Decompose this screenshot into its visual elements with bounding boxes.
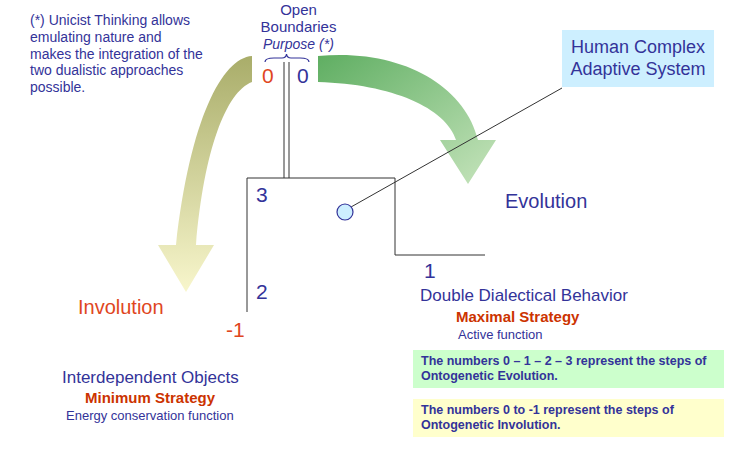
function-label: Active function [458,328,543,343]
axis-line [395,255,485,256]
note-box: The numbers 0 to -1 represent the steps … [413,399,724,437]
leader-line [351,88,562,207]
cube-edge [395,178,396,255]
axis-title: Double Dialectical Behavior [420,286,628,306]
arrow-label: Evolution [505,190,587,213]
boundary-label: Open Boundaries [251,2,346,35]
axis-title: Interdependent Objects [62,368,239,388]
purpose-label: Purpose (*) [263,36,334,52]
step-number: 2 [256,280,268,304]
step-number: 0 [262,64,274,88]
system-box: Human Complex Adaptive System [562,30,714,87]
box-text: Human Complex Adaptive System [568,37,708,80]
step-number: 0 [297,64,309,88]
axis-line [289,62,290,178]
note-box: The numbers 0 – 1 – 2 – 3 represent the … [413,350,724,388]
strategy-label: Maximal Strategy [456,308,579,325]
box-text: The numbers 0 – 1 – 2 – 3 represent the … [421,354,716,384]
step-number: -1 [226,318,245,342]
evolution-arrow [318,55,496,184]
axis-line [284,62,285,178]
footnote-text: (*) Unicist Thinking allows emulating na… [30,12,205,96]
purpose-brace [265,54,309,62]
cube-edge [247,178,395,179]
cube-edge [247,178,248,312]
function-label: Energy conservation function [66,409,234,424]
involution-arrow [158,56,252,292]
step-number: 3 [256,183,268,207]
arrow-label: Involution [78,296,164,319]
strategy-label: Minimum Strategy [85,389,215,406]
step-number: 1 [424,259,436,283]
system-dot [337,204,353,220]
box-text: The numbers 0 to -1 represent the steps … [421,403,716,433]
